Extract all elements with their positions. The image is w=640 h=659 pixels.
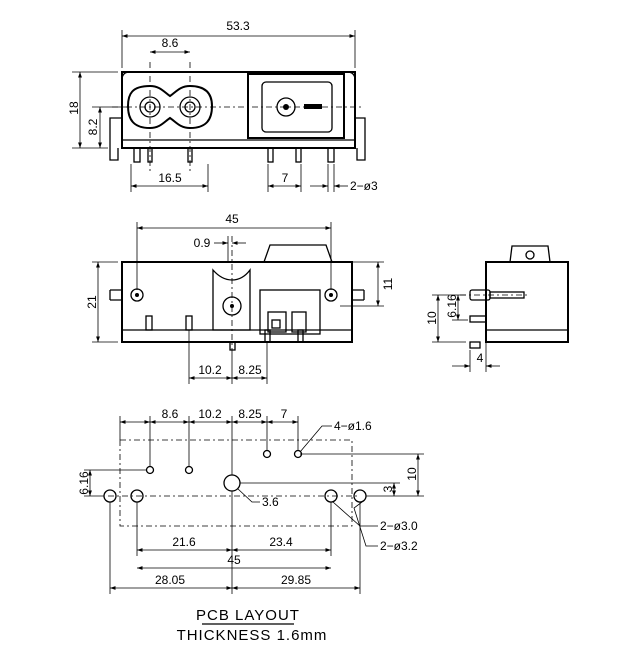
dim-pcb-86: 8.6	[162, 407, 179, 421]
top-view: 45 0.9 21 11 10.2 8.25	[85, 212, 395, 384]
pcb-hole-small-3	[262, 449, 272, 459]
dim-side-10: 10	[425, 311, 439, 325]
dim-top-offset: 0.9	[194, 236, 211, 250]
dim-pcb-10: 10	[405, 467, 419, 481]
dim-pcb-45: 45	[227, 553, 241, 567]
left-tab	[109, 117, 122, 161]
side-view: 10 6.16 4	[425, 245, 569, 372]
caption-title: PCB LAYOUT	[196, 607, 300, 624]
dim-top-right-height: 11	[381, 277, 395, 290]
dim-pcb-102: 10.2	[198, 407, 222, 421]
dim-front-hole: 2−ø3	[350, 179, 378, 193]
dim-front-right-pins: 7	[282, 171, 289, 185]
top-centre-insert	[212, 268, 251, 331]
right-tab	[355, 117, 366, 161]
pcb-hole-small-1	[145, 465, 155, 475]
front-view: 53.3 8.6 18 8.2 16.5 7 2−ø3	[67, 19, 378, 193]
dim-front-pitch: 8.6	[162, 36, 179, 50]
dim-pcb-216: 21.6	[172, 535, 196, 549]
dim-pcb-7: 7	[281, 407, 288, 421]
dim-pcb-2805: 28.05	[155, 573, 185, 587]
dim-pcb-2985: 29.85	[281, 573, 311, 587]
dim-pcb-hole-30: 2−ø3.0	[380, 519, 418, 533]
dim-pcb-234: 23.4	[269, 535, 293, 549]
top-rocker	[263, 244, 333, 263]
front-body-outline	[121, 71, 356, 149]
dim-side-616: 6.16	[445, 294, 459, 318]
caption-subtitle: THICKNESS 1.6mm	[177, 627, 328, 644]
dim-front-height: 18	[67, 101, 81, 115]
dim-pcb-hole-32: 2−ø3.2	[380, 539, 418, 553]
rocker-on-symbol	[304, 104, 322, 109]
dim-pcb-36: 3.6	[262, 495, 279, 509]
dim-pcb-825: 8.25	[238, 407, 262, 421]
dim-front-centre: 8.2	[86, 118, 100, 135]
caption: PCB LAYOUT THICKNESS 1.6mm	[177, 607, 328, 644]
pcb-hole-centre	[223, 474, 241, 492]
pcb-hole-small-2	[184, 465, 194, 475]
dim-top-b: 8.25	[238, 363, 262, 377]
side-body-outline	[485, 261, 569, 343]
dim-pcb-3: 3	[381, 485, 395, 492]
dim-top-height: 21	[85, 295, 99, 309]
dim-pcb-616: 6.16	[77, 471, 91, 495]
pcb-layout: 8.6 10.2 8.25 7 4−ø1.6 6.16 10 3 3.6 2−ø…	[77, 407, 424, 594]
rocker-bezel	[247, 73, 345, 139]
dim-front-width: 53.3	[226, 19, 250, 33]
dim-pcb-hole-small: 4−ø1.6	[334, 419, 372, 433]
dim-front-left-pins: 16.5	[158, 171, 182, 185]
dim-side-4: 4	[477, 351, 484, 365]
top-body-outline	[121, 261, 353, 343]
dim-top-a: 10.2	[198, 363, 222, 377]
dim-top-width: 45	[225, 212, 239, 226]
